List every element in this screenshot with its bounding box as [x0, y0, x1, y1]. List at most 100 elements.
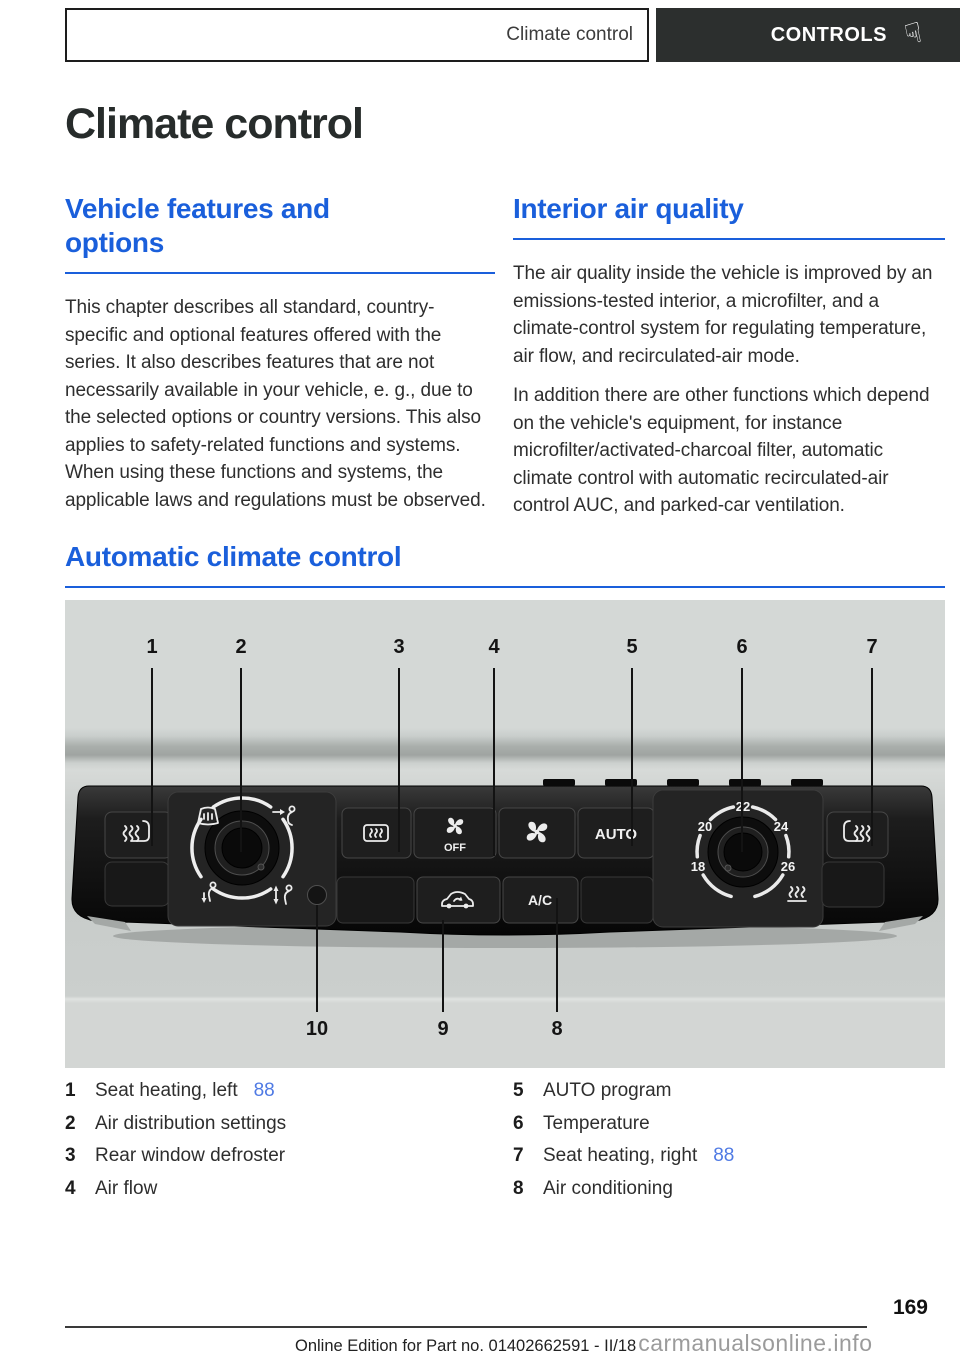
callout-line-9: [442, 920, 444, 1012]
callout-4: 4: [488, 636, 500, 658]
legend-label: Rear window defroster: [95, 1145, 286, 1166]
legend-item-3: 3 Rear window defroster: [65, 1145, 513, 1178]
seat-heating-right-button: [826, 811, 889, 859]
tab-controls: CONTROLS ☟: [656, 8, 960, 62]
page-number: 169: [892, 1296, 928, 1319]
callout-5: 5: [626, 636, 638, 658]
callout-line-8: [556, 898, 558, 1012]
trim-right: [879, 916, 923, 931]
legend-label: Seat heating, right: [543, 1145, 698, 1166]
page-reference-link[interactable]: 88: [713, 1145, 735, 1166]
legend-item-5: 5 AUTO program: [513, 1080, 945, 1113]
legend-label: Air distribution settings: [95, 1112, 287, 1134]
temp-tick-18: 18: [691, 859, 705, 874]
legend-number: 8: [513, 1177, 524, 1199]
callout-1: 1: [146, 636, 158, 658]
legend-item-6: 6 Temperature: [513, 1113, 945, 1146]
callout-line-4: [493, 668, 495, 856]
heading-vehicle-features: Vehicle features and options: [65, 192, 495, 274]
air-quality-p1: The air quality inside the vehicle is im…: [513, 263, 933, 367]
pointing-hand-icon: ☟: [901, 16, 925, 51]
auto-label: AUTO: [595, 826, 638, 843]
legend-number: 4: [65, 1177, 76, 1199]
blank-button-center-left: [336, 876, 415, 924]
legend-number: 5: [513, 1080, 524, 1101]
legend-item-2: 2 Air distribution settings: [65, 1113, 513, 1146]
climate-panel-figure: OFF AUTO A/C: [65, 600, 945, 1068]
ac-button: [502, 876, 579, 924]
vent-slots: [543, 779, 823, 786]
climate-control-panel-illustration: OFF AUTO A/C: [71, 779, 939, 948]
seat-heating-left-button: [104, 811, 173, 859]
rear-defroster-icon: [363, 824, 389, 842]
figure-legend: 1 Seat heating, left 88 2 Air distributi…: [65, 1080, 945, 1210]
legend-label: AUTO program: [543, 1080, 672, 1101]
edition-note: Online Edition for Part no. 01402662591 …: [295, 1337, 637, 1355]
fan-off-button: [413, 807, 497, 859]
callout-2: 2: [235, 636, 247, 658]
page-reference-link[interactable]: 88: [253, 1080, 275, 1101]
legend-right-column: 5 AUTO program 6 Temperature 7 Seat heat…: [513, 1080, 945, 1210]
legend-number: 3: [65, 1145, 76, 1166]
legend-number: 6: [513, 1112, 524, 1134]
callout-line-5: [631, 668, 633, 846]
mixed-air-icon: [273, 884, 293, 905]
legend-item-8: 8 Air conditioning: [513, 1178, 945, 1211]
intensity-button: [307, 885, 327, 905]
intro-columns: Vehicle features and options This chapte…: [65, 192, 945, 520]
callout-9: 9: [437, 1018, 449, 1040]
knob-arc-marks: [190, 796, 294, 900]
watermark: carmanualsonline.info: [638, 1330, 873, 1356]
col-right: Interior air quality The air quality ins…: [513, 192, 945, 520]
section-automatic-climate-control: Automatic climate control: [65, 540, 945, 588]
max-heat-icon: [787, 886, 807, 902]
callout-line-7: [871, 668, 873, 846]
recirculation-car-icon: [441, 891, 474, 909]
temp-tick-20: 20: [698, 819, 712, 834]
legend-number: 1: [65, 1080, 76, 1101]
fan-off-icon: [446, 817, 464, 835]
legend-label: Air flow: [95, 1177, 158, 1199]
legend-number: 2: [65, 1112, 76, 1134]
page-title: Climate control: [65, 100, 364, 148]
blank-button-right: [821, 861, 885, 908]
legend-label: Air conditioning: [543, 1177, 673, 1199]
callout-line-3: [398, 668, 400, 852]
fan-off-label: OFF: [444, 842, 466, 854]
col-left: Vehicle features and options This chapte…: [65, 192, 495, 520]
legend-item-7: 7 Seat heating, right 88: [513, 1145, 945, 1178]
callout-line-1: [151, 668, 153, 846]
legend-item-4: 4 Air flow: [65, 1178, 513, 1211]
footer-rule: [65, 1326, 867, 1328]
callout-line-10: [316, 905, 318, 1012]
callout-line-6: [741, 668, 743, 852]
recirculation-button: [416, 876, 501, 924]
blank-button-center-right: [580, 876, 654, 924]
footer-row: Online Edition for Part no. 01402662591 …: [295, 1330, 872, 1357]
features-body: This chapter describes all standard, cou…: [65, 297, 486, 511]
heading-automatic-climate-control: Automatic climate control: [65, 540, 945, 588]
trim-left: [87, 916, 131, 931]
legend-label: Temperature: [543, 1112, 650, 1134]
temp-tick-22: 22: [736, 799, 750, 814]
temp-tick-24: 24: [774, 819, 789, 834]
temp-tick-26: 26: [781, 859, 795, 874]
blank-button-left: [104, 861, 170, 907]
air-quality-p2: In addition there are other functions wh…: [513, 385, 930, 516]
windshield-defrost-icon: [197, 806, 219, 826]
heading-interior-air-quality: Interior air quality: [513, 192, 945, 240]
breadcrumb: Climate control: [506, 24, 633, 45]
legend-label: Seat heating, left: [95, 1080, 238, 1101]
fan-icon: [526, 821, 548, 843]
callout-8: 8: [551, 1018, 563, 1040]
seat-heating-left-icon: [122, 820, 150, 842]
legend-item-1: 1 Seat heating, left 88: [65, 1080, 513, 1113]
breadcrumb-box: Climate control: [65, 8, 649, 62]
callout-line-2: [240, 668, 242, 852]
legend-left-column: 1 Seat heating, left 88 2 Air distributi…: [65, 1080, 513, 1210]
air-distribution-knob: [190, 796, 294, 900]
seat-heating-right-icon: [843, 820, 871, 842]
callout-7: 7: [866, 636, 878, 658]
panel-shadow: [113, 924, 897, 948]
